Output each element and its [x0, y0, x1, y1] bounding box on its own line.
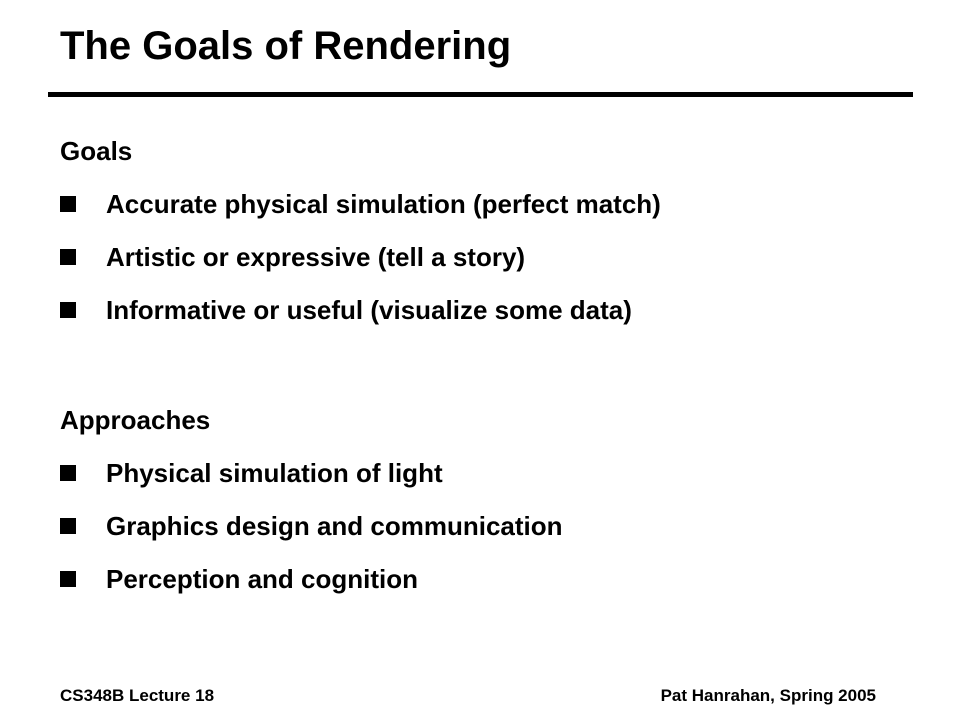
approaches-list: Physical simulation of light Graphics de…	[60, 460, 563, 592]
list-item: Physical simulation of light	[60, 460, 563, 486]
list-item: Graphics design and communication	[60, 513, 563, 539]
list-item: Perception and cognition	[60, 566, 563, 592]
square-bullet-icon	[60, 249, 76, 265]
square-bullet-icon	[60, 196, 76, 212]
goals-section: Goals Accurate physical simulation (perf…	[60, 138, 661, 323]
slide-title: The Goals of Rendering	[60, 24, 512, 68]
goals-list: Accurate physical simulation (perfect ma…	[60, 191, 661, 323]
footer-course-label: CS348B Lecture 18	[60, 686, 215, 705]
square-bullet-icon	[60, 302, 76, 318]
approaches-heading: Approaches	[60, 405, 211, 435]
list-item: Accurate physical simulation (perfect ma…	[60, 191, 661, 217]
list-item-text: Artistic or expressive (tell a story)	[106, 242, 526, 272]
list-item-text: Graphics design and communication	[106, 511, 563, 541]
list-item: Artistic or expressive (tell a story)	[60, 244, 661, 270]
list-item-text: Perception and cognition	[106, 564, 419, 594]
square-bullet-icon	[60, 518, 76, 534]
goals-heading: Goals	[60, 136, 133, 166]
list-item-text: Accurate physical simulation (perfect ma…	[106, 189, 661, 219]
title-divider	[48, 92, 913, 97]
approaches-section: Approaches Physical simulation of light …	[60, 407, 563, 592]
square-bullet-icon	[60, 571, 76, 587]
footer-author-label: Pat Hanrahan, Spring 2005	[660, 686, 876, 705]
list-item-text: Physical simulation of light	[106, 458, 443, 488]
list-item-text: Informative or useful (visualize some da…	[106, 295, 632, 325]
square-bullet-icon	[60, 465, 76, 481]
list-item: Informative or useful (visualize some da…	[60, 297, 661, 323]
